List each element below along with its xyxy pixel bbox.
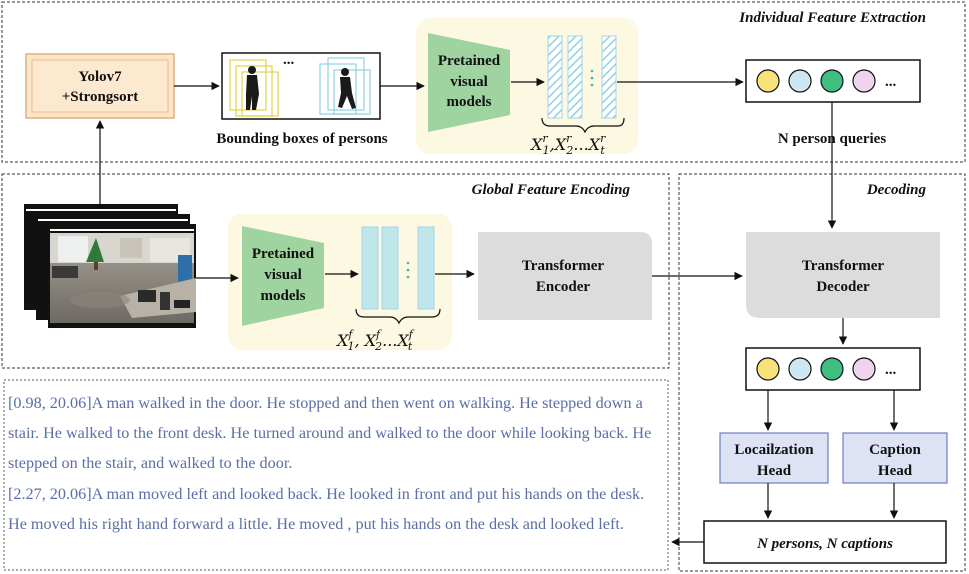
- frame-feature-stack: [355, 226, 441, 325]
- decoder-line1: Transformer: [802, 258, 885, 274]
- decoding-section-title: Decoding: [866, 182, 927, 198]
- visual-model-top-line2: visual: [450, 74, 488, 90]
- global-section-frame: [1, 173, 670, 369]
- bbox-caption: Bounding boxes of persons: [216, 131, 387, 147]
- cap-head-line1: Caption: [869, 442, 921, 458]
- individual-section-frame: [1, 1, 966, 163]
- loc-head-line2: Head: [757, 463, 792, 479]
- video-frames: [24, 204, 196, 328]
- person-feature-stack: [541, 35, 625, 134]
- output-label: N persons, N captions: [756, 536, 893, 552]
- cap-head-line2: Head: [878, 463, 913, 479]
- caption-head-box: Caption Head: [842, 432, 948, 484]
- caption-text-frame: [3, 379, 669, 571]
- individual-section-title: Individual Feature Extraction: [738, 10, 926, 26]
- visual-model-top: Pretained visual models: [428, 33, 510, 132]
- encoder-line1: Transformer: [522, 258, 605, 274]
- person-silhouette-left: [246, 66, 259, 110]
- person-silhouette-right: [338, 68, 356, 109]
- localization-head-box: Locailzation Head: [719, 432, 829, 484]
- bounding-box-panel: ...: [221, 52, 381, 120]
- transformer-decoder-box: Transformer Decoder: [746, 232, 940, 318]
- caption-paragraph-2: [2.27, 20.06]A man moved left and looked…: [8, 484, 645, 533]
- transformer-encoder-box: Transformer Encoder: [478, 232, 652, 320]
- visual-model-bottom: Pretained visual models: [242, 226, 324, 326]
- tracker-line2: +Strongsort: [62, 89, 139, 105]
- queries-ellipsis: ...: [885, 74, 897, 90]
- caption-paragraph-1: [0.98, 20.06]A man walked in the door. H…: [8, 394, 652, 473]
- visual-model-top-line3: models: [447, 94, 492, 110]
- encoder-line2: Encoder: [536, 279, 591, 295]
- decoder-line2: Decoder: [816, 279, 870, 295]
- decoder-output-queries: ...: [745, 347, 921, 391]
- visual-model-top-line1: Pretained: [438, 53, 501, 69]
- final-output-box: N persons, N captions: [703, 520, 947, 564]
- tracker-box: Yolov7 +Strongsort: [25, 53, 175, 119]
- decoding-section-frame: [678, 173, 966, 572]
- office-scene-image: [50, 233, 196, 323]
- flow-arrows: [95, 77, 899, 547]
- bbox-ellipsis: ...: [283, 52, 295, 68]
- global-section-title: Global Feature Encoding: [472, 182, 631, 198]
- output-queries-ellipsis: ...: [885, 362, 897, 378]
- loc-head-line1: Locailzation: [734, 442, 814, 458]
- person-queries-box: ...: [745, 59, 921, 103]
- tracker-line1: Yolov7: [78, 69, 122, 85]
- generated-captions: [0.98, 20.06]A man walked in the door. H…: [8, 388, 664, 539]
- visual-model-bottom-line2: visual: [264, 267, 302, 283]
- visual-model-bottom-line1: Pretained: [252, 246, 315, 262]
- visual-model-bottom-line3: models: [261, 288, 306, 304]
